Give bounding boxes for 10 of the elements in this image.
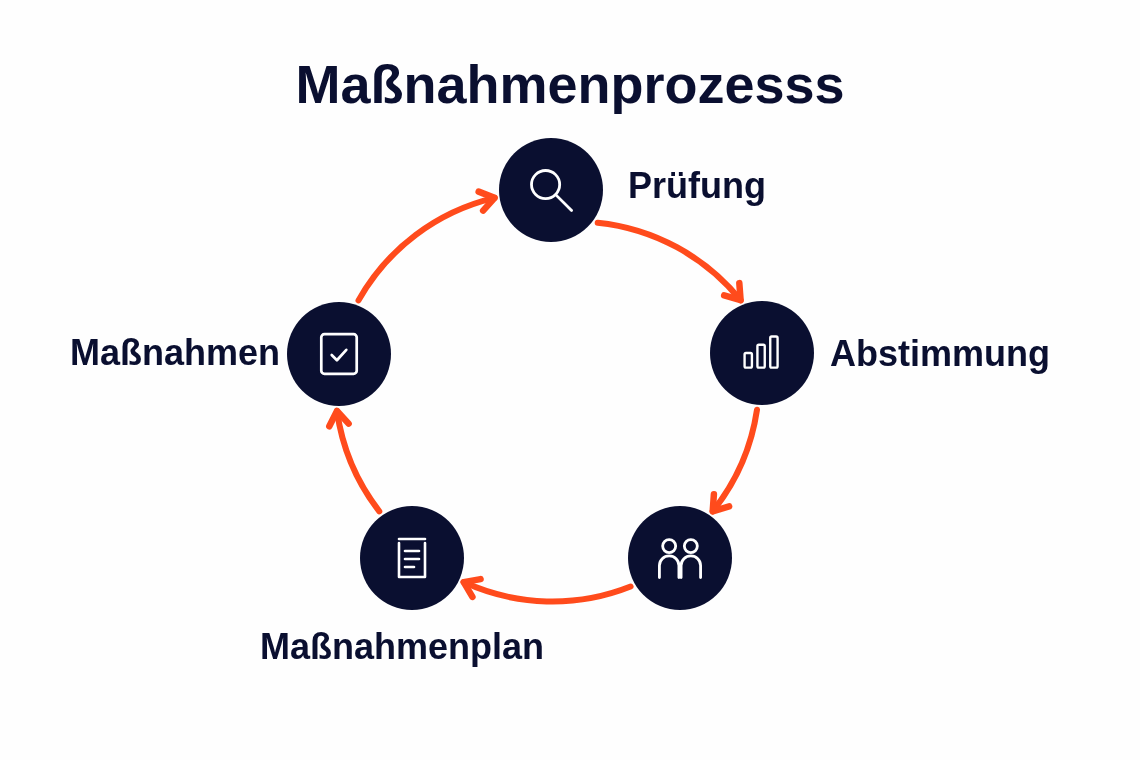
step-label: Abstimmung xyxy=(830,332,1050,376)
step-label: Prüfung xyxy=(628,164,766,208)
arrow xyxy=(460,574,634,605)
step-label: Maßnahmen xyxy=(69,331,280,375)
arrow xyxy=(709,406,760,515)
diagram-title: Maßnahmenprozesss xyxy=(295,53,845,116)
arrow xyxy=(594,219,744,304)
arrow xyxy=(327,407,383,515)
step-label: Maßnahmenplan xyxy=(260,625,544,669)
arrow xyxy=(355,189,498,304)
